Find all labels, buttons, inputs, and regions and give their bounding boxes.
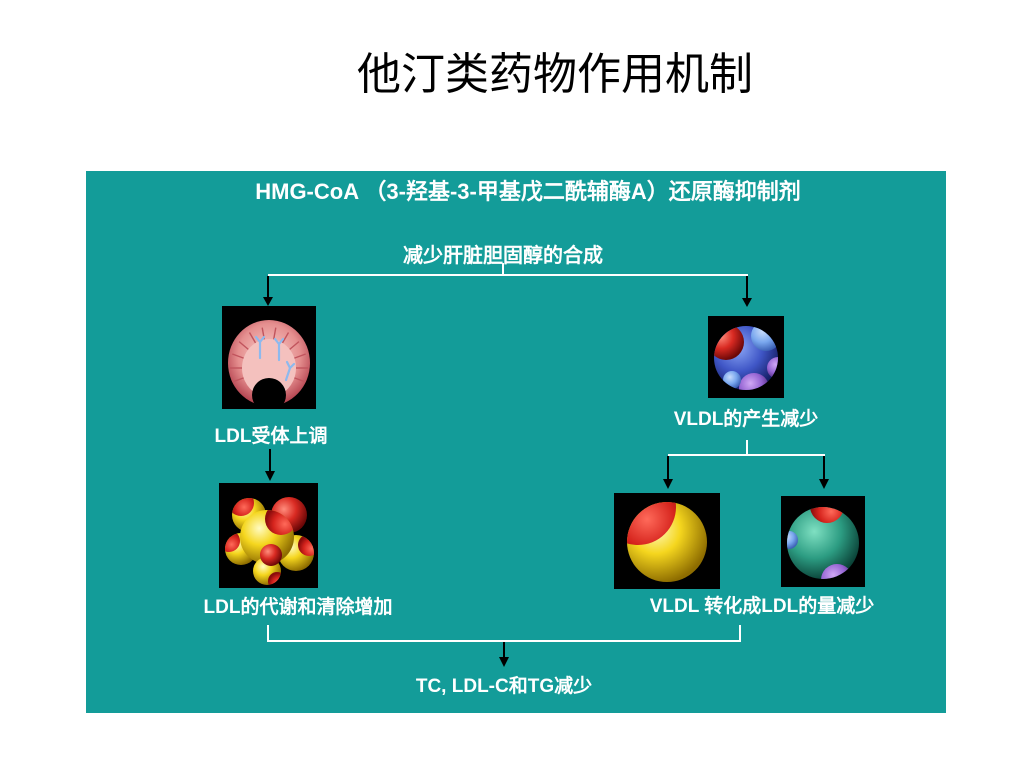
- label-vldl-to-ldl-conversion: VLDL 转化成LDL的量减少: [612, 595, 912, 619]
- illustration-vldl-yellow: [614, 493, 720, 589]
- arrow-head: [819, 479, 829, 489]
- arrow-head: [265, 471, 275, 481]
- label-reduce-cholesterol-synthesis: 减少肝脏胆固醇的合成: [303, 244, 703, 268]
- arrow-to-vldl-yellow: [663, 456, 673, 489]
- label-vldl-reduction: VLDL的产生减少: [646, 408, 846, 432]
- arrow-head: [263, 297, 273, 306]
- content-panel: HMG-CoA （3-羟基-3-甲基戊二酰辅酶A）还原酶抑制剂 减少肝脏胆固醇的…: [86, 171, 946, 713]
- illustration-vldl-particle: [708, 316, 784, 398]
- ldl-receptor-graphic: [222, 306, 316, 409]
- arrow-head: [663, 479, 673, 489]
- label-ldl-receptor-upregulation: LDL受体上调: [171, 425, 371, 449]
- arrow-to-ldl-clearance: [265, 449, 275, 481]
- arrow-head: [742, 298, 752, 307]
- vldl-yellow-graphic: [614, 493, 720, 589]
- illustration-ldl-particles: [219, 483, 318, 588]
- illustration-ldl-receptor: [222, 306, 316, 409]
- bracket-bottom: [268, 625, 740, 641]
- arrow-to-vldl: [742, 276, 752, 307]
- slide-title: 他汀类药物作用机制: [300, 46, 810, 104]
- label-ldl-clearance: LDL的代谢和清除增加: [148, 596, 448, 620]
- arrow-to-result: [499, 642, 509, 667]
- arrow-head: [499, 657, 509, 667]
- label-result: TC, LDL-C和TG减少: [354, 675, 654, 699]
- ldl-sphere: [260, 544, 282, 566]
- illustration-vldl-green: [781, 496, 865, 587]
- bracket-right: [668, 440, 825, 455]
- vldl-green-graphic: [781, 496, 865, 587]
- panel-heading: HMG-CoA （3-羟基-3-甲基戊二酰辅酶A）还原酶抑制剂: [128, 179, 928, 205]
- ldl-particles-graphic: [219, 483, 318, 588]
- arrow-to-ldl-receptor: [263, 276, 273, 306]
- arrow-to-vldl-green: [819, 456, 829, 489]
- vldl-particle-graphic: [708, 316, 784, 398]
